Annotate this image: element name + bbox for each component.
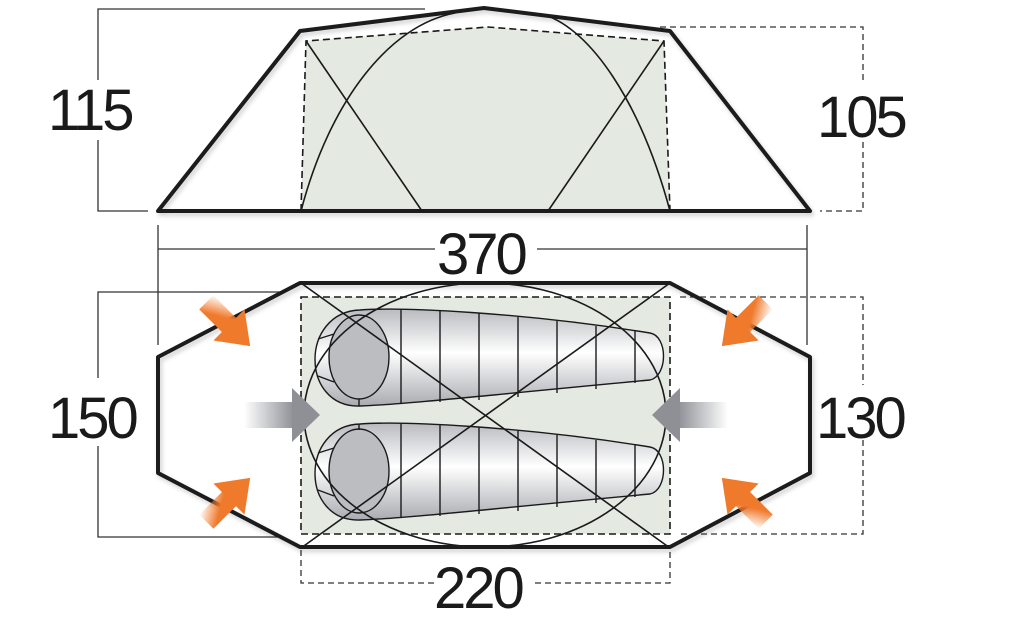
dimension-220-bracket (300, 550, 671, 584)
dimension-label-130: 130 (816, 386, 905, 451)
inner-tent-outline (300, 26, 671, 212)
dimension-label-370: 370 (437, 222, 526, 287)
dimension-label-105: 105 (817, 85, 906, 150)
dimension-370 (157, 225, 808, 345)
vent-arrow-top-right (721, 295, 773, 347)
pole-arcs-side (300, 12, 671, 212)
floor-plan: 150 130 220 (48, 281, 908, 621)
dimension-115-bracket (97, 8, 425, 212)
inner-tent-side (301, 27, 670, 211)
dimension-label-150: 150 (48, 386, 137, 451)
dimension-label-115: 115 (48, 78, 132, 143)
side-view: 115 105 (48, 6, 909, 213)
door-arrow-right (652, 388, 728, 442)
vent-arrow-bottom-right (721, 477, 773, 529)
vent-arrow-top-left (199, 295, 251, 347)
vent-arrow-bottom-left (199, 477, 251, 529)
dimension-150-bracket (97, 291, 280, 538)
dimension-130-bracket (680, 296, 864, 535)
flysheet-plan-outline (156, 281, 812, 549)
sleeping-bag-top (314, 308, 665, 407)
dimension-label-220: 220 (434, 556, 523, 621)
door-arrow-left (244, 388, 320, 442)
flysheet-side-outline (156, 6, 812, 213)
sleeping-bag-bottom (314, 422, 665, 521)
dimension-105-bracket (660, 26, 864, 212)
